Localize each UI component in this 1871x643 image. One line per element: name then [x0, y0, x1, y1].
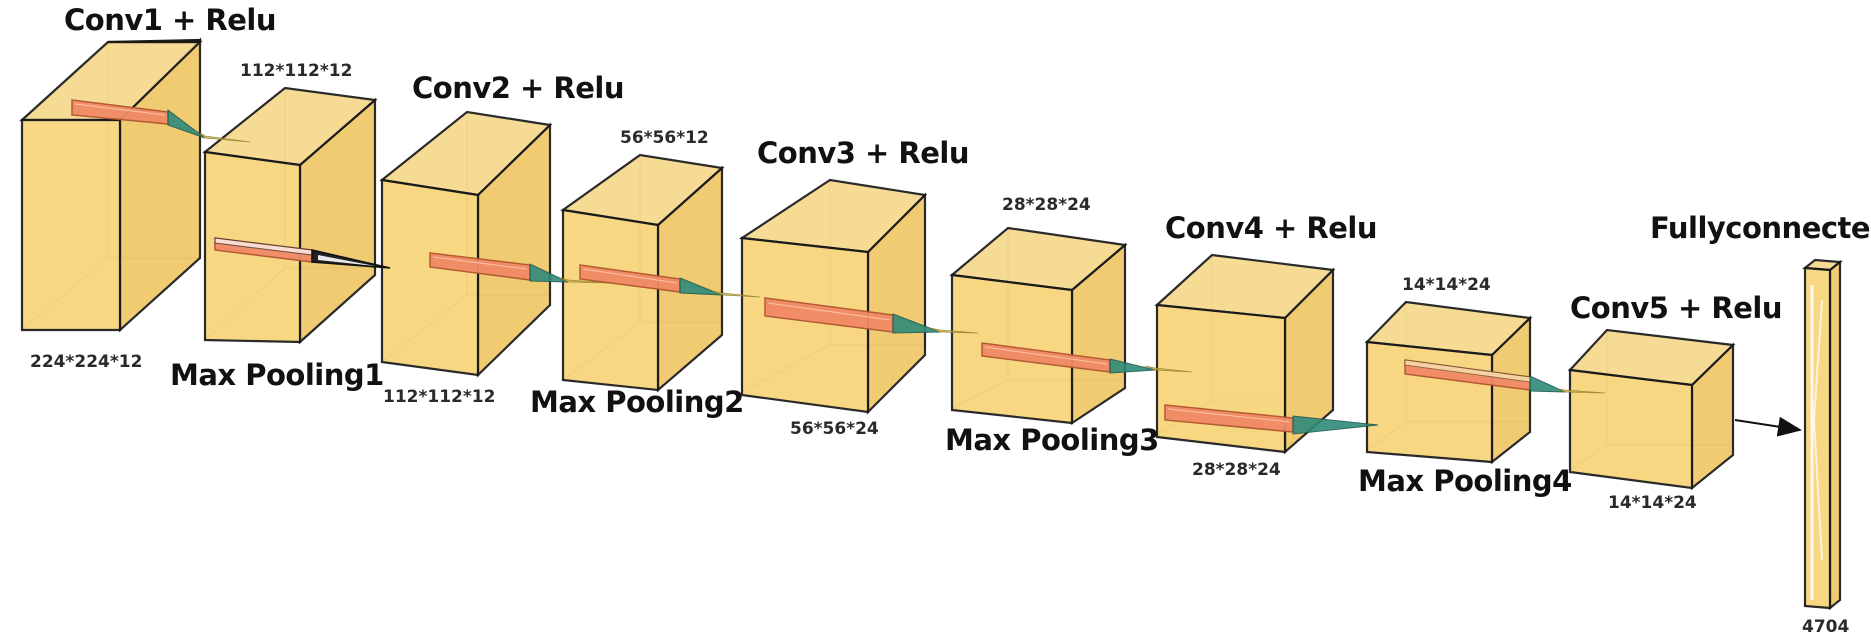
- layer-maxpool1-dim: 112*112*12: [240, 61, 352, 81]
- kernel-projection: [1164, 404, 1379, 435]
- layer-conv1-dim: 224*224*12: [30, 352, 142, 372]
- layer-conv4-title: Conv4 + Relu: [1165, 211, 1377, 245]
- layer-maxpool2-title: Max Pooling2: [530, 385, 744, 419]
- layer-conv5-box: [1567, 328, 1736, 491]
- layer-conv2-title: Conv2 + Relu: [412, 71, 624, 105]
- layer-conv2-dim: 112*112*12: [383, 387, 495, 407]
- layer-maxpool2-dim: 56*56*12: [620, 128, 709, 148]
- layer-conv4-dim: 28*28*24: [1192, 460, 1281, 480]
- layer-conv3-dim: 56*56*24: [790, 419, 879, 439]
- layer-fullyconnected-title: Fullyconnected: [1650, 211, 1871, 245]
- layer-maxpool4-title: Max Pooling4: [1358, 464, 1572, 498]
- kernel-projection: [1404, 359, 1606, 394]
- layer-conv3-title: Conv3 + Relu: [757, 136, 969, 170]
- layer-conv5-title: Conv5 + Relu: [1570, 291, 1782, 325]
- layer-maxpool2-box: [560, 153, 725, 393]
- layer-maxpool4-dim: 14*14*24: [1402, 275, 1491, 295]
- layer-conv5-dim: 14*14*24: [1608, 493, 1697, 513]
- layer-maxpool3-title: Max Pooling3: [945, 423, 1159, 457]
- kernel-projection: [981, 342, 1193, 374]
- kernel-projection: [214, 237, 391, 269]
- layer-maxpool3-dim: 28*28*24: [1002, 195, 1091, 215]
- kernel-projection: [764, 297, 979, 334]
- layer-conv2-box: [379, 110, 553, 378]
- layer-maxpool3-box: [949, 226, 1128, 426]
- layer-conv1-title: Conv1 + Relu: [64, 3, 276, 37]
- kernel-projection: [579, 264, 761, 298]
- kernel-projection: [429, 252, 611, 284]
- layer-fullyconnected-dim: 4704: [1802, 617, 1849, 637]
- layer-maxpool1-box: [202, 86, 378, 345]
- layer-conv3-box: [738, 178, 928, 415]
- kernel-projection: [71, 99, 251, 143]
- layer-conv1-box: [19, 37, 203, 333]
- layer-fullyconnected-bar: [1802, 258, 1843, 611]
- connection-arrow: [1734, 416, 1802, 437]
- layer-maxpool1-title: Max Pooling1: [170, 358, 384, 392]
